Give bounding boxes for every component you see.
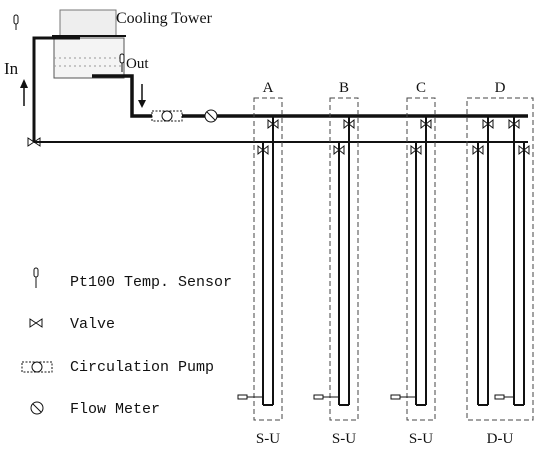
outlet-supply-header bbox=[92, 74, 528, 118]
loop-c: C S-U bbox=[390, 80, 436, 447]
legend-label-pump: Circulation Pump bbox=[70, 359, 214, 376]
valve-icon bbox=[29, 318, 43, 328]
temperature-sensor-icon bbox=[390, 394, 415, 400]
temperature-sensor-icon bbox=[313, 394, 338, 400]
valve-icon bbox=[343, 118, 355, 130]
legend-label-valve: Valve bbox=[70, 316, 115, 333]
circulation-pump-icon bbox=[151, 110, 183, 122]
loop-c-label: C bbox=[416, 80, 426, 96]
valve-icon bbox=[508, 118, 520, 130]
loop-a-boundary bbox=[253, 97, 283, 421]
loop-c-type: S-U bbox=[409, 431, 433, 447]
loop-a-label: A bbox=[263, 80, 274, 96]
loop-d-type: D-U bbox=[487, 431, 514, 447]
outlet-label: Out bbox=[126, 56, 149, 72]
loop-d-boundary bbox=[466, 97, 534, 421]
loop-a-type: S-U bbox=[256, 431, 280, 447]
loop-d-label: D bbox=[495, 80, 506, 96]
valve-icon bbox=[257, 144, 269, 156]
loop-c-boundary bbox=[406, 97, 436, 421]
loop-d: D D-U bbox=[466, 80, 534, 447]
valve-icon bbox=[518, 144, 530, 156]
valve-icon bbox=[333, 144, 345, 156]
cooling-tower-title: Cooling Tower bbox=[116, 10, 213, 27]
flow-meter-icon bbox=[30, 401, 44, 415]
valve-icon bbox=[267, 118, 279, 130]
legend-label-flow-meter: Flow Meter bbox=[70, 401, 160, 418]
loop-b-type: S-U bbox=[332, 431, 356, 447]
circulation-pump-icon bbox=[21, 361, 53, 373]
loop-a: A S-U bbox=[237, 80, 283, 447]
temperature-sensor-icon bbox=[119, 53, 125, 72]
flow-meter-icon bbox=[204, 109, 218, 123]
outlet-arrow-icon bbox=[138, 84, 146, 108]
legend-label-sensor: Pt100 Temp. Sensor bbox=[70, 274, 232, 291]
legend: Pt100 Temp. Sensor Valve Circulation Pum… bbox=[21, 267, 232, 418]
valve-icon bbox=[420, 118, 432, 130]
loop-b: B S-U bbox=[313, 80, 359, 447]
temperature-sensor-icon bbox=[13, 14, 19, 30]
temperature-sensor-icon bbox=[494, 394, 514, 400]
temperature-sensor-icon bbox=[237, 394, 262, 400]
inlet-pipe bbox=[32, 36, 80, 142]
cooling-tower bbox=[52, 9, 126, 79]
valve-icon bbox=[482, 118, 494, 130]
inlet-arrow-icon bbox=[20, 79, 28, 106]
loop-b-label: B bbox=[339, 80, 349, 96]
cooling-tower-fan-shroud bbox=[59, 9, 117, 37]
valve-icon bbox=[27, 137, 41, 147]
temperature-sensor-icon bbox=[33, 267, 39, 288]
loop-b-boundary bbox=[329, 97, 359, 421]
valve-icon bbox=[472, 144, 484, 156]
inlet-label: In bbox=[4, 59, 19, 78]
valve-icon bbox=[410, 144, 422, 156]
